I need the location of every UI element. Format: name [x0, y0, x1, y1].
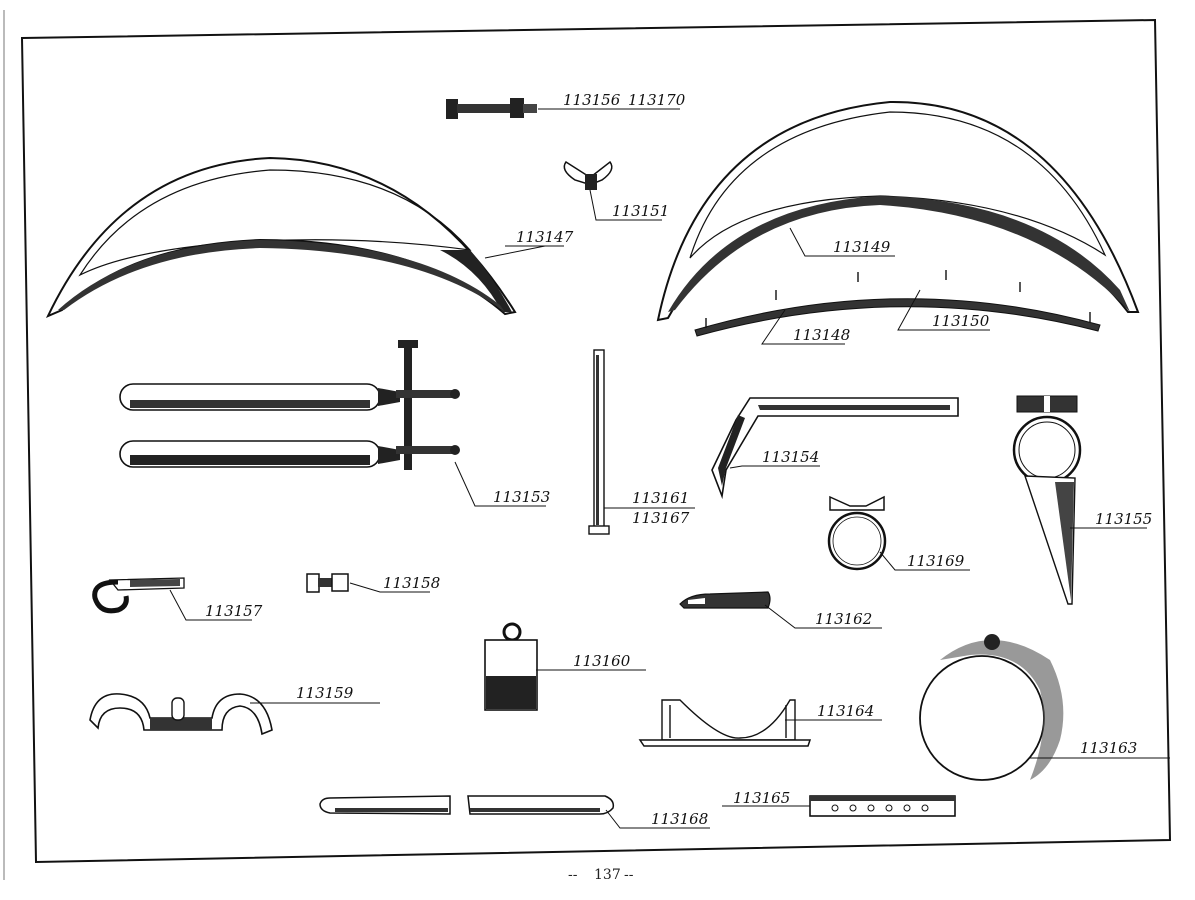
leader-113148: [761, 309, 845, 345]
leader-113169: [879, 551, 970, 571]
bent-bracket-part: [711, 397, 959, 500]
label-113164: 113164: [817, 702, 874, 720]
leader-113158: [349, 582, 430, 593]
leader-113154: [729, 465, 820, 469]
label-113168: 113168: [651, 810, 708, 828]
wedge-pad-part: [679, 591, 771, 609]
leader-113168: [605, 809, 710, 829]
leader-113151: [589, 189, 662, 221]
label-113170: 113170: [628, 91, 686, 109]
fender-right-part: [656, 100, 1140, 322]
leader-113147-a: [484, 245, 546, 259]
label-113169: 113169: [907, 552, 965, 570]
small-bolt-part: [306, 573, 349, 593]
label-113160: 113160: [573, 652, 631, 670]
label-113161: 113161: [632, 489, 689, 507]
label-113156: 113156: [563, 91, 621, 109]
bolt-part: [446, 98, 537, 119]
page-frame: [20, 18, 1172, 864]
label-113157: 113157: [205, 602, 263, 620]
saddle-bracket-part: [638, 699, 812, 747]
label-113154: 113154: [762, 448, 819, 466]
wing-nut-part: [563, 160, 613, 190]
page-number-dash-right: --: [624, 867, 634, 883]
page-number: 137: [594, 867, 621, 883]
label-113147: 113147: [516, 228, 574, 246]
strap-clip-part: [92, 577, 185, 614]
label-113163: 113163: [1080, 739, 1137, 757]
tube-pair-part: [319, 795, 615, 815]
leader-113153: [454, 461, 546, 507]
label-113162: 113162: [815, 610, 872, 628]
long-rod-part: [588, 349, 610, 535]
fender-left-part: [45, 156, 517, 318]
leader-113149: [789, 227, 895, 257]
label-113148: 113148: [793, 326, 850, 344]
page-number-dash-left: --: [568, 867, 578, 883]
leader-113150: [897, 289, 990, 331]
label-113153: 113153: [493, 488, 550, 506]
leader-113162: [764, 604, 882, 629]
tag-plate-part: [484, 622, 538, 711]
label-113165: 113165: [733, 789, 790, 807]
cylinder-pair-part: [119, 340, 460, 470]
label-113149: 113149: [833, 238, 891, 256]
label-113155: 113155: [1095, 510, 1152, 528]
label-113158: 113158: [383, 574, 440, 592]
label-113150: 113150: [932, 312, 990, 330]
label-113151: 113151: [612, 202, 669, 220]
dome-part: [919, 634, 1064, 781]
leader-113157: [169, 589, 252, 621]
small-clamp-part: [827, 495, 887, 571]
clamp-spike-part: [1012, 395, 1082, 605]
double-saddle-part: [89, 693, 273, 736]
fender-stay-part: [694, 270, 1101, 337]
perforated-bar-part: [809, 795, 956, 817]
label-113167: 113167: [632, 509, 690, 527]
label-113159: 113159: [296, 684, 354, 702]
